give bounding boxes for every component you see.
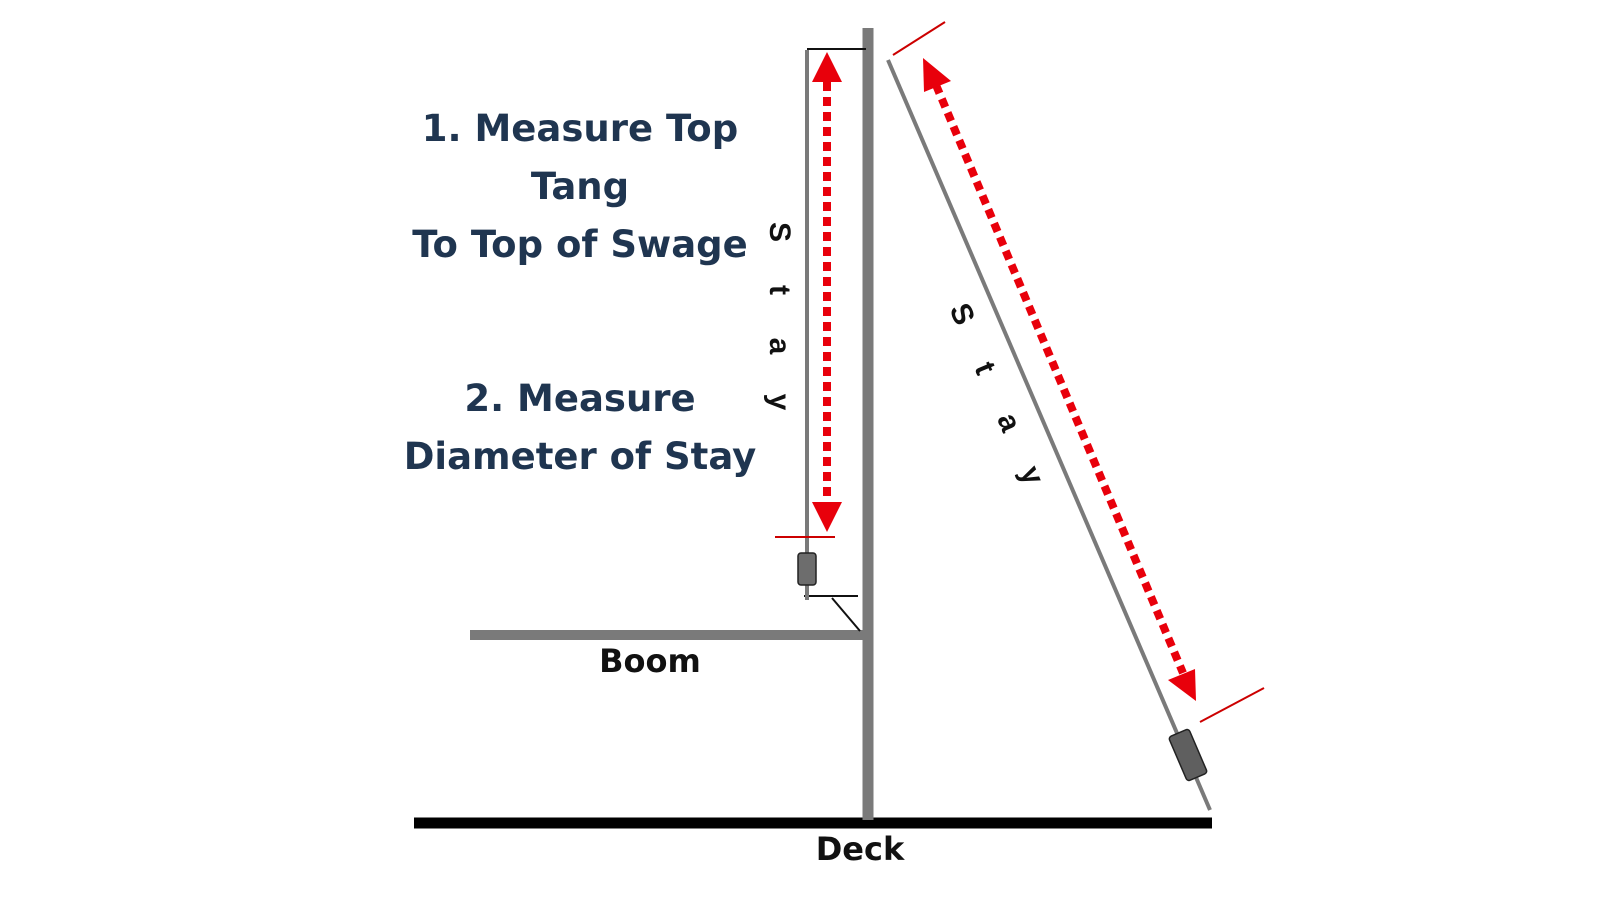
diagonal-measure-arrow-line bbox=[932, 83, 1187, 675]
vertical-stay-letter-t: t bbox=[763, 285, 796, 295]
instruction-step-2: 2. Measure Diameter of Stay bbox=[390, 370, 770, 486]
diagonal-swage-fitting bbox=[1168, 728, 1208, 782]
diagonal-stay-letter-s: S bbox=[943, 299, 981, 330]
vertical-stay-letter-y: y bbox=[763, 394, 796, 411]
diagonal-measure-arrowhead-bottom bbox=[1168, 669, 1196, 701]
vertical-stay-label: S t a y bbox=[763, 222, 796, 411]
instruction-step-1-line-2: Tang bbox=[530, 165, 630, 208]
diagonal-measure-arrowhead-top bbox=[923, 58, 951, 92]
instruction-step-2-line-1: 2. Measure bbox=[464, 377, 696, 420]
diagonal-stay-letter-a: a bbox=[990, 408, 1027, 437]
diagonal-stay-letter-y: y bbox=[1013, 461, 1050, 490]
instruction-step-1: 1. Measure Top Tang To Top of Swage bbox=[400, 100, 760, 274]
instruction-step-1-line-1: 1. Measure Top bbox=[421, 107, 739, 150]
deck-label: Deck bbox=[815, 830, 905, 868]
gooseneck-diagonal bbox=[831, 597, 861, 632]
diagonal-stay-top-marker bbox=[892, 21, 946, 56]
instruction-step-1-line-3: To Top of Swage bbox=[412, 223, 748, 266]
instruction-step-2-line-2: Diameter of Stay bbox=[403, 435, 757, 478]
vertical-stay-letter-s: S bbox=[763, 222, 796, 242]
vertical-measure-arrowhead-bottom bbox=[812, 502, 842, 532]
diagonal-stay-letter-t: t bbox=[968, 357, 1002, 379]
vertical-measure-arrowhead-top bbox=[812, 52, 842, 82]
diagonal-stay-wire bbox=[886, 59, 1212, 811]
diagonal-swage-top-marker bbox=[1199, 687, 1265, 723]
vertical-swage-fitting bbox=[797, 552, 817, 586]
vertical-stay-letter-a: a bbox=[763, 338, 796, 355]
boom-label: Boom bbox=[599, 642, 701, 680]
